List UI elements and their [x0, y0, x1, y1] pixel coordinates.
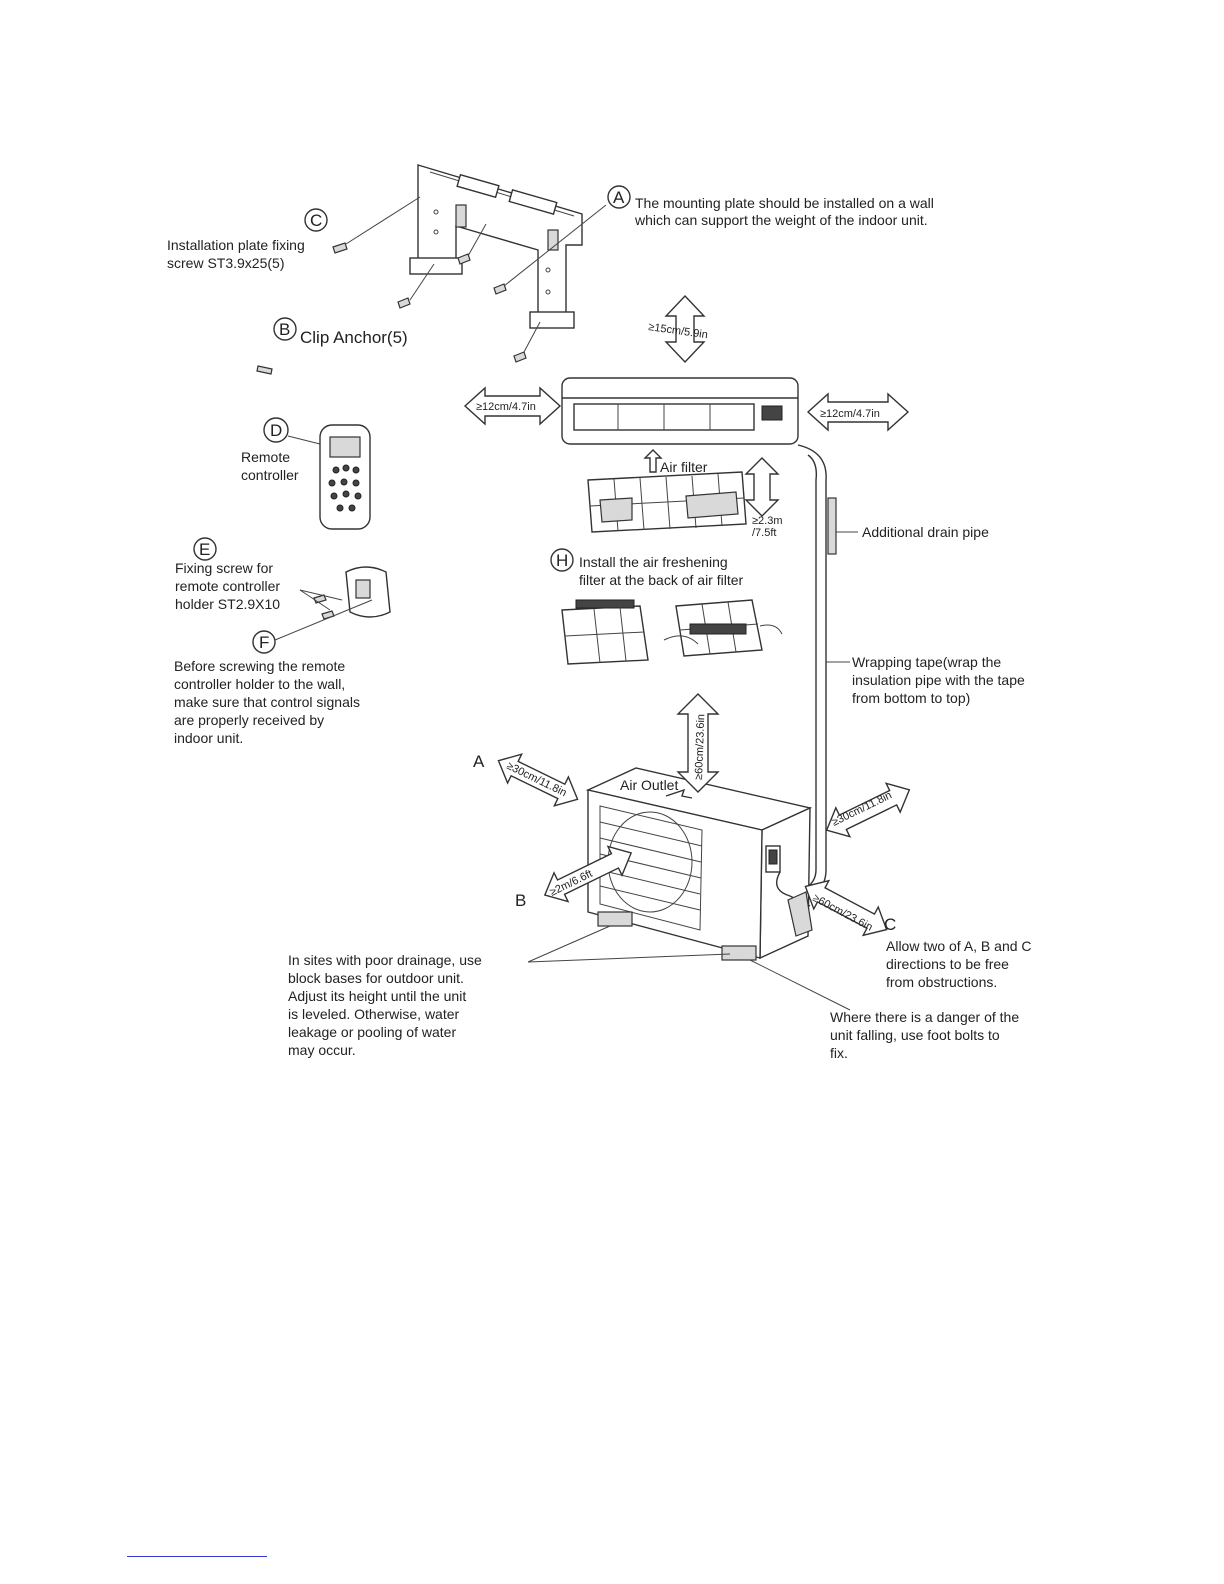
- callout-c: C: [310, 211, 322, 230]
- before-note-4: are properly received by: [174, 712, 324, 728]
- clearance-height-arrow: [744, 457, 780, 517]
- allow-note-3: from obstructions.: [886, 974, 997, 990]
- wrapping-note-2: insulation pipe with the tape: [852, 672, 1025, 688]
- danger-note-2: unit falling, use foot bolts to: [830, 1027, 1000, 1043]
- drainage-note-6: may occur.: [288, 1042, 356, 1058]
- outdoor-unit: [585, 767, 813, 961]
- wrapping-note-1: Wrapping tape(wrap the: [852, 654, 1001, 670]
- callout-a-circle: [607, 185, 631, 209]
- wrapping-note-3: from bottom to top): [852, 690, 970, 706]
- drainage-note-3: Adjust its height until the unit: [288, 988, 466, 1004]
- air-filter-arrow-icon: [643, 449, 663, 473]
- outdoor-clearance-back-arrow: [804, 879, 888, 937]
- drain-pipe-label: Additional drain pipe: [862, 524, 989, 540]
- callout-f: F: [259, 633, 269, 652]
- mounting-plate-note-1: The mounting plate should be installed o…: [635, 195, 934, 211]
- air-filter-label: Air filter: [660, 459, 708, 475]
- before-note-5: indoor unit.: [174, 730, 243, 746]
- plate-screw-label-2: screw ST3.9x25(5): [167, 255, 284, 271]
- callout-a: A: [613, 188, 625, 207]
- clearance-left-label: ≥12cm/4.7in: [476, 401, 536, 413]
- site-b-label: B: [515, 891, 526, 910]
- remote-label-2: controller: [241, 467, 299, 483]
- clearance-left-arrow: [463, 386, 562, 426]
- site-a-label: A: [473, 752, 485, 771]
- callout-d: D: [270, 421, 282, 440]
- air-outlet-arrow-icon: [665, 788, 693, 799]
- plate-screw-label-1: Installation plate fixing: [167, 237, 305, 253]
- holder-screw-label-3: holder ST2.9X10: [175, 596, 280, 612]
- drainage-note-1: In sites with poor drainage, use: [288, 952, 482, 968]
- remote-holder-icon: [345, 566, 391, 618]
- remote-controller-icon: [319, 424, 371, 530]
- mounting-plate-note-2: which can support the weight of the indo…: [634, 212, 928, 228]
- freshening-filter-left: [561, 599, 649, 665]
- clearance-top-arrow: [664, 294, 706, 364]
- drainage-note-2: block bases for outdoor unit.: [288, 970, 464, 986]
- clip-anchor-icon: [256, 365, 273, 375]
- drainage-note-5: leakage or pooling of water: [288, 1024, 456, 1040]
- allow-note-2: directions to be free: [886, 956, 1009, 972]
- outdoor-clearance-top-label: ≥60cm/23.6in: [693, 714, 707, 780]
- mounting-plate: [409, 164, 583, 329]
- freshening-note-2: filter at the back of air filter: [579, 572, 744, 588]
- danger-note-1: Where there is a danger of the: [830, 1009, 1019, 1025]
- clearance-right-label: ≥12cm/4.7in: [820, 408, 880, 420]
- remote-label-1: Remote: [241, 449, 290, 465]
- callout-e-circle: [193, 537, 217, 561]
- callout-d-circle: [263, 417, 289, 443]
- outdoor-clearance-left-arrow: [497, 753, 579, 807]
- callout-b-circle: [273, 317, 297, 341]
- freshening-filter-right: [663, 599, 783, 657]
- danger-note-3: fix.: [830, 1045, 848, 1061]
- allow-note-1: Allow two of A, B and C: [886, 938, 1032, 954]
- holder-screw-label-2: remote controller: [175, 578, 280, 594]
- before-note-2: controller holder to the wall,: [174, 676, 345, 692]
- air-outlet-label: Air Outlet: [620, 777, 678, 793]
- clearance-right-arrow: [806, 392, 910, 432]
- outdoor-clearance-front-arrow: [543, 845, 633, 903]
- callout-h-circle: [550, 548, 574, 572]
- callout-c-circle: [304, 208, 328, 232]
- outdoor-clearance-left-label: ≥30cm/11.8in: [505, 760, 569, 799]
- before-note-3: make sure that control signals: [174, 694, 360, 710]
- callout-e: E: [199, 540, 210, 559]
- air-filter-panel: [587, 471, 747, 533]
- callout-b: B: [279, 320, 290, 339]
- drainage-note-4: is leveled. Otherwise, water: [288, 1006, 460, 1022]
- clearance-height-label-1: ≥2.3m: [752, 515, 783, 527]
- site-c-label: C: [884, 915, 896, 934]
- holder-screw-label-1: Fixing screw for: [175, 560, 273, 576]
- callout-h: H: [556, 551, 568, 570]
- plate-screws: [332, 196, 607, 363]
- clearance-height-label-2: /7.5ft: [752, 527, 776, 539]
- outdoor-clearance-top-arrow: [676, 693, 720, 793]
- callout-f-circle: [252, 630, 276, 654]
- pipe-connection: [776, 871, 811, 907]
- indoor-unit: [561, 377, 799, 445]
- clip-anchor-label: Clip Anchor(5): [300, 328, 408, 347]
- freshening-note-1: Install the air freshening: [579, 554, 728, 570]
- before-note-1: Before screwing the remote: [174, 658, 345, 674]
- footer-rule: [127, 1556, 267, 1557]
- outdoor-clearance-right-arrow: [825, 782, 911, 838]
